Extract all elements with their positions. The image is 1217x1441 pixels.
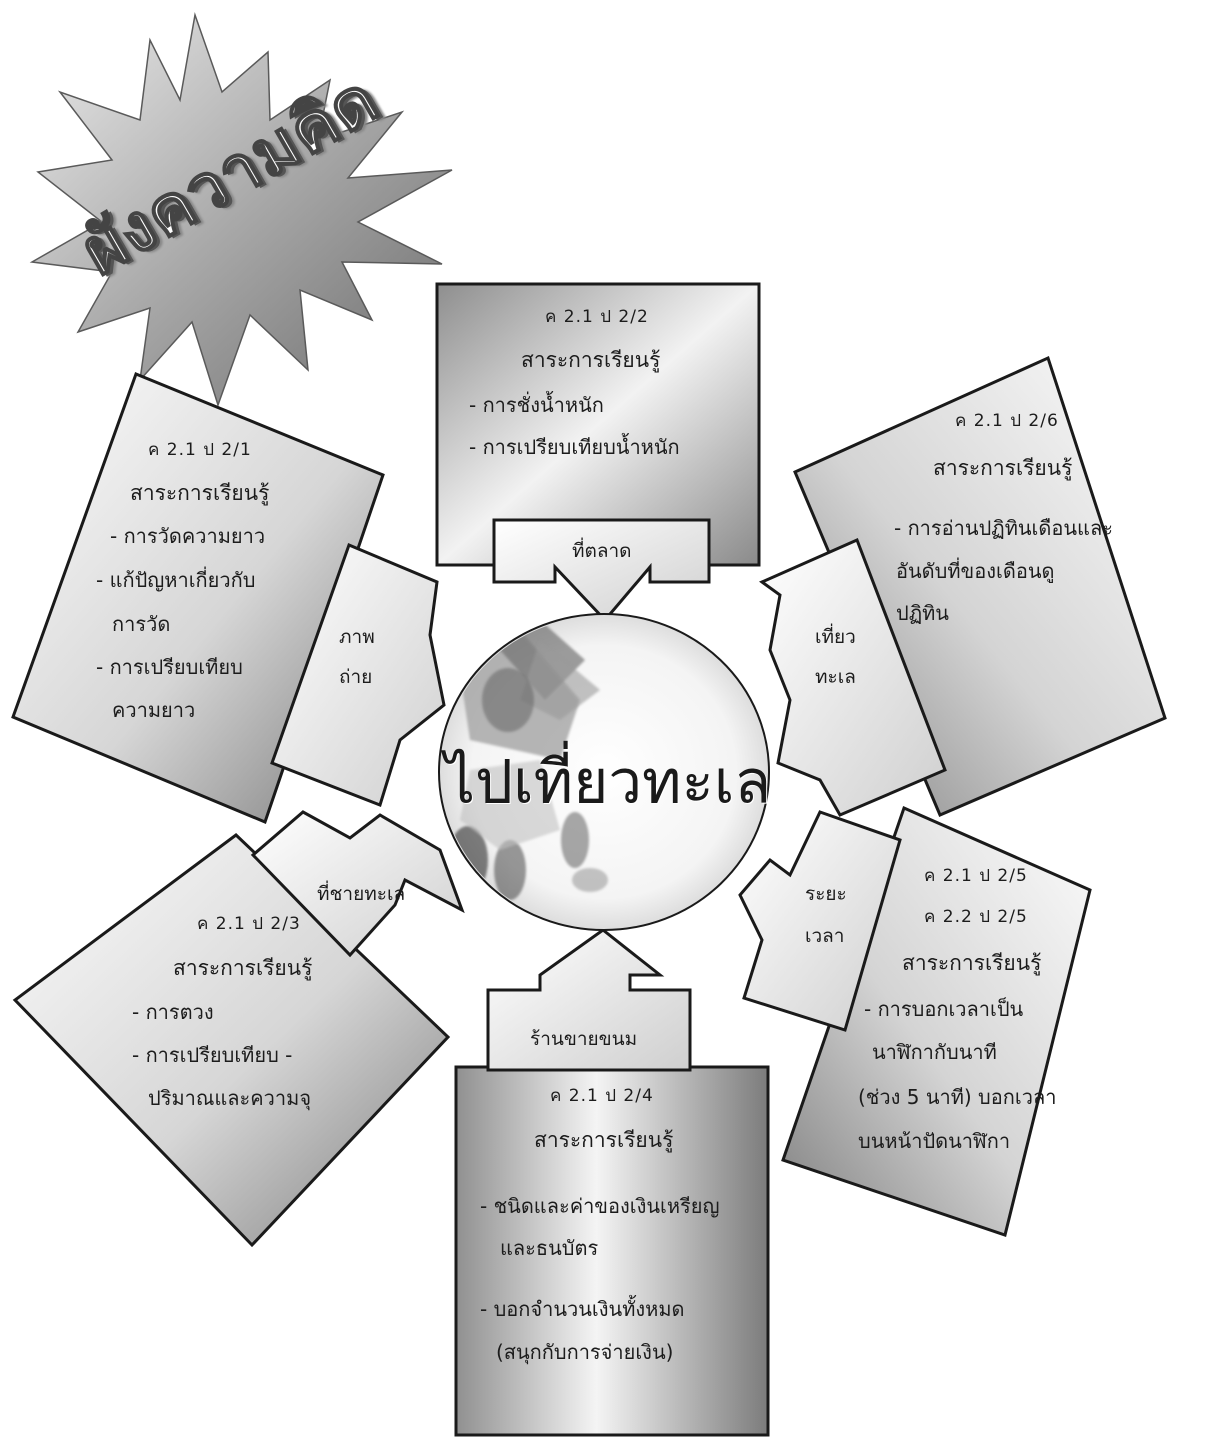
card-bottom-code: ค 2.1 ป 2/4 [550, 1086, 654, 1106]
card-left-upper-item-5: ความยาว [112, 698, 196, 722]
card-right-upper-code: ค 2.1 ป 2/6 [955, 411, 1059, 431]
card-left-upper-item-1: - การวัดความยาว [110, 524, 266, 548]
arrow-bottom-shape [486, 928, 692, 1072]
arrow-left-upper-label-2: ถ่าย [339, 666, 373, 688]
card-bottom [454, 1065, 770, 1437]
arrow-right-lower-label-1: ระยะ [805, 883, 847, 905]
arrow-right-lower-shape [738, 810, 902, 1032]
card-top-item-2: - การเปรียบเทียบน้ำหนัก [469, 435, 680, 459]
arrow-right-upper-shape [759, 537, 947, 817]
arrow-top-shape [492, 518, 711, 623]
card-left-upper-code: ค 2.1 ป 2/1 [148, 440, 252, 460]
card-bottom-item-1: - ชนิดและค่าของเงินเหรียญ [480, 1194, 720, 1218]
card-bottom-item-3: - บอกจำนวนเงินทั้งหมด [480, 1297, 685, 1321]
card-left-upper-item-4: - การเปรียบเทียบ [96, 655, 243, 679]
card-top-item-1: - การชั่งน้ำหนัก [469, 393, 604, 417]
card-top [435, 282, 761, 567]
card-bottom-item-2: และธนบัตร [500, 1236, 599, 1260]
card-right-lower-code-1: ค 2.1 ป 2/5 [924, 866, 1028, 886]
card-left-upper-item-2: - แก้ปัญหาเกี่ยวกับ [96, 568, 256, 592]
card-top-code: ค 2.1 ป 2/2 [545, 307, 649, 327]
card-right-lower-item-1: - การบอกเวลาเป็น [864, 997, 1024, 1021]
card-right-upper-heading: สาระการเรียนรู้ [933, 456, 1073, 480]
arrow-left-upper-label-1: ภาพ [339, 626, 375, 648]
card-right-upper-item-3: ปฏิทิน [896, 601, 949, 625]
card-right-upper-item-1: - การอ่านปฏิทินเดือนและ [894, 516, 1113, 540]
arrow-right-upper-label-1: เที่ยว [815, 626, 856, 648]
arrow-top-label: ที่ตลาด [572, 540, 632, 562]
card-right-upper-item-2: อันดับที่ของเดือนดู [896, 559, 1055, 583]
card-right-lower-item-2: นาฬิกากับนาที [872, 1040, 997, 1064]
arrow-right-upper-label-2: ทะเล [815, 666, 856, 688]
title-starburst-shape [29, 12, 453, 408]
card-left-lower-heading: สาระการเรียนรู้ [173, 956, 313, 980]
center-title: ไปเที่ยวทะเล [444, 747, 772, 818]
card-left-lower-item-2: - การเปรียบเทียบ - [132, 1043, 293, 1067]
card-right-lower-item-4: บนหน้าปัดนาฬิกา [858, 1129, 1011, 1153]
card-left-lower-item-3: ปริมาณและความจุ [148, 1086, 312, 1110]
arrow-right-lower-label-2: เวลา [805, 925, 845, 947]
card-right-lower [781, 805, 1092, 1237]
arrow-bottom-label: ร้านขายขนม [530, 1028, 638, 1050]
arrow-left-lower-label: ที่ชายทะเล [317, 883, 406, 905]
beach-photo-collage [448, 620, 608, 900]
card-bottom-item-4: (สนุกกับการจ่ายเงิน) [496, 1340, 674, 1364]
card-right-lower-code-2: ค 2.2 ป 2/5 [924, 907, 1028, 927]
card-top-heading: สาระการเรียนรู้ [521, 348, 661, 372]
arrow-left-upper-shape [270, 543, 446, 807]
card-left-lower-code: ค 2.1 ป 2/3 [197, 914, 301, 934]
card-bottom-heading: สาระการเรียนรู้ [534, 1128, 674, 1152]
card-left-upper-heading: สาระการเรียนรู้ [130, 481, 270, 505]
card-left-upper-item-3: การวัด [112, 612, 171, 636]
card-left-lower-item-1: - การตวง [132, 1000, 214, 1024]
card-right-lower-heading: สาระการเรียนรู้ [902, 951, 1042, 975]
arrow-left-lower-shape [250, 810, 465, 958]
card-right-lower-item-3: (ช่วง 5 นาที) บอกเวลา [858, 1085, 1057, 1109]
